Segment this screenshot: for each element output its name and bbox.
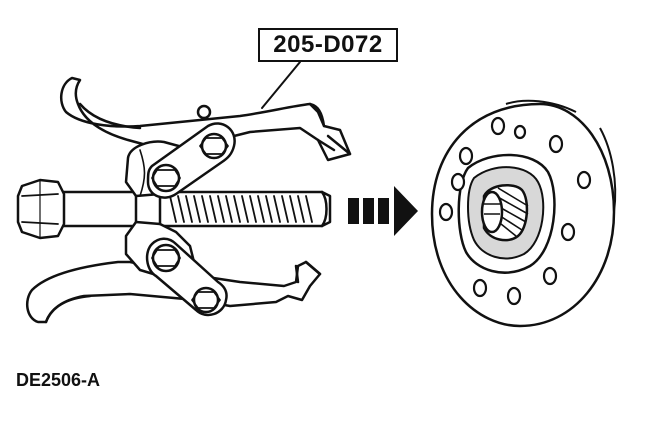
upper-link-plate [146,122,236,199]
lower-link-plate [145,237,228,317]
direction-arrow [348,186,418,236]
upper-jaw [59,76,352,162]
callout-leader-line [261,61,301,109]
pivot-nut [196,104,212,120]
screw-hex-head [16,178,66,240]
hub-flange [430,99,617,328]
flange-bolt-holes [438,116,592,306]
forcing-screw [58,190,332,228]
tool-number-label: 205-D072 [258,28,398,62]
figure-id-label: DE2506-A [16,370,101,390]
